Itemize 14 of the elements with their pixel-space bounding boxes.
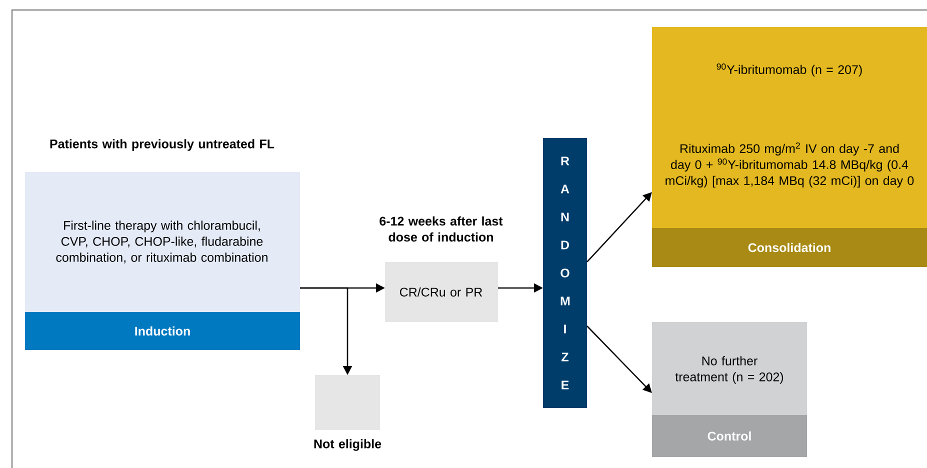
box-text: CR/CRu or PR <box>400 287 482 297</box>
randomize-label: R A N D O M I Z E <box>560 156 570 390</box>
band-label: Induction <box>25 312 300 350</box>
box-label: Not eligible <box>314 439 382 451</box>
box-text: No further treatment (n = 202) <box>675 356 784 384</box>
arrow <box>586 326 652 393</box>
band-label: Consolidation <box>652 228 927 267</box>
box-heading: $^{90}$Y-ibritumomab (n = 207) <box>716 63 862 77</box>
box-text: Rituximab 250 mg/m$^{2}$ IV on day -7 and day 0 + $^{90}$Y-ibritumomab 14.8 MBq/kg (0.4 mCi/kg) [max 1,184 MBq (32 mCi)] on day 0 <box>666 142 914 188</box>
band-label: Control <box>652 415 807 457</box>
box-heading: Patients with previously untreated FL <box>50 139 274 151</box>
arrow <box>586 192 652 262</box>
timing-label: 6-12 weeks after last dose of induction <box>380 216 503 242</box>
box-text: First-line therapy with chlorambucil, CVP, CHOP, CHOP-like, fludarabine combination, or rituximab combination <box>56 220 268 264</box>
